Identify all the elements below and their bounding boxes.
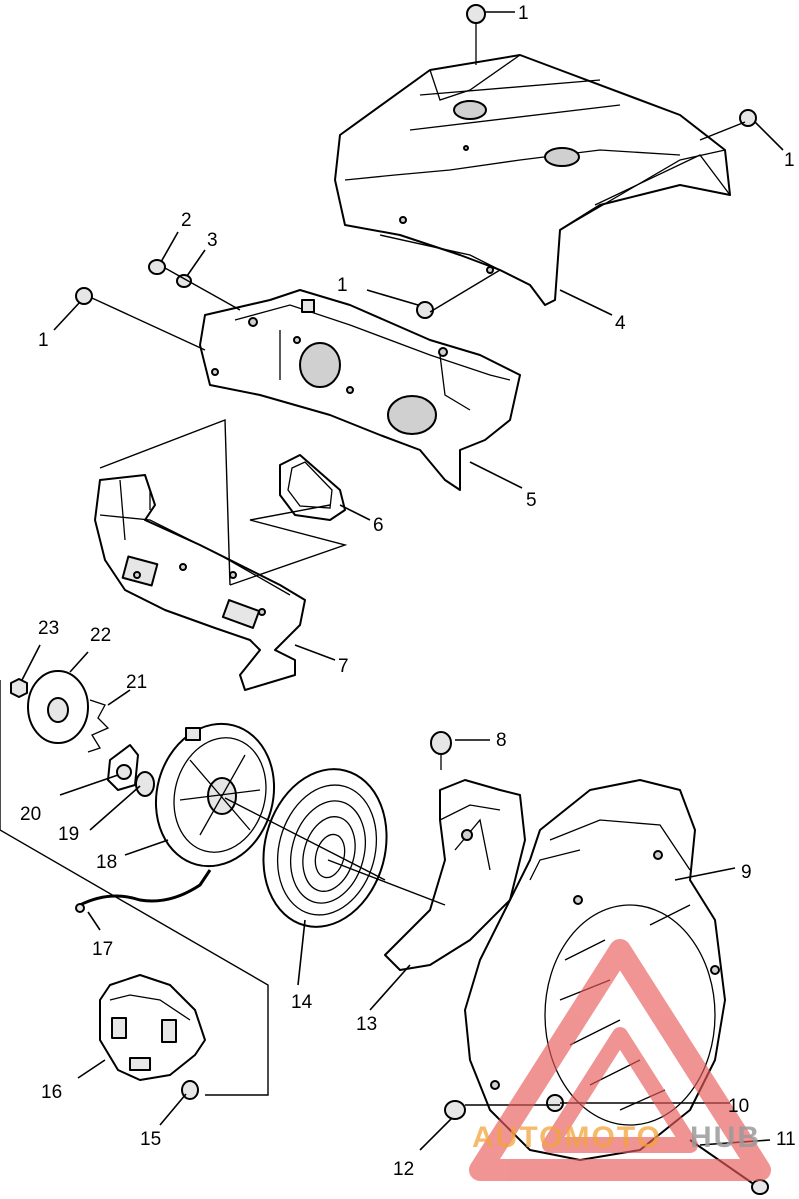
ratchet-spring [87, 699, 110, 753]
callout-11: 11 [776, 1129, 796, 1150]
callout-1-left: 1 [38, 330, 49, 351]
top-shroud [334, 54, 731, 306]
callout-13: 13 [356, 1014, 377, 1035]
callout-23: 23 [38, 618, 59, 639]
housing-nut [444, 1100, 466, 1120]
callout-20: 20 [20, 804, 41, 825]
callout-16: 16 [41, 1082, 62, 1103]
bushing [135, 771, 155, 797]
screw-top [466, 4, 486, 65]
blower-bracket [384, 779, 526, 971]
starter-cup [99, 974, 206, 1081]
callout-labels: 1 1 1 1 2 3 4 5 6 7 8 9 10 11 12 13 14 1… [20, 3, 796, 1180]
callout-1-right: 1 [784, 150, 795, 171]
callout-9: 9 [741, 862, 752, 883]
callout-8: 8 [496, 730, 507, 751]
watermark-logo [469, 939, 771, 1181]
watermark-text-automoto: AUTOMOTO [472, 1121, 662, 1154]
callout-12: 12 [393, 1159, 414, 1180]
callout-4: 4 [615, 313, 626, 334]
watermark-text-hub: HUB [690, 1121, 761, 1154]
washer-3 [176, 274, 192, 288]
callout-2: 2 [181, 210, 192, 231]
leader-lines [21, 11, 784, 1151]
callout-14: 14 [291, 992, 313, 1013]
callout-21: 21 [126, 672, 147, 693]
exhaust-shroud [94, 474, 306, 691]
assembly-lines [0, 121, 746, 1106]
bracket-bolt [430, 731, 452, 770]
callout-15: 15 [140, 1129, 161, 1150]
callout-1-top: 1 [518, 3, 529, 24]
exhaust-gasket [279, 454, 346, 521]
screw-left [75, 287, 93, 305]
callout-17: 17 [92, 939, 113, 960]
cylinder-shroud [199, 289, 521, 491]
rope-reel [154, 722, 276, 868]
callout-19: 19 [58, 824, 79, 845]
callout-1-center: 1 [337, 275, 348, 296]
friction-plate [27, 670, 89, 744]
screw-center [416, 301, 434, 319]
callout-22: 22 [90, 625, 111, 646]
nut-2 [148, 259, 166, 275]
ratchet [107, 744, 139, 791]
callout-18: 18 [96, 852, 117, 873]
callout-6: 6 [373, 515, 384, 536]
callout-5: 5 [526, 490, 537, 511]
starter-nut [10, 678, 28, 698]
callout-7: 7 [338, 656, 349, 677]
callout-3: 3 [207, 230, 218, 251]
callout-10: 10 [728, 1096, 749, 1117]
starter-rope [75, 869, 212, 913]
